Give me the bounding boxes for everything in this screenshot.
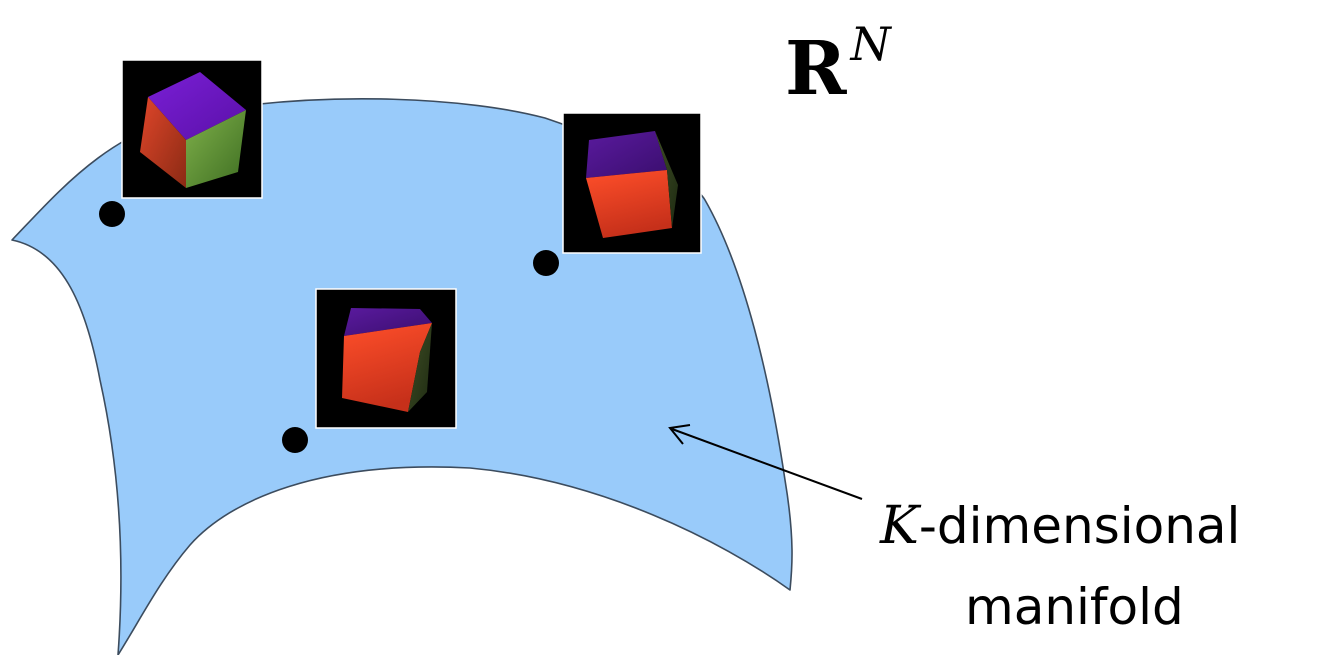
sample-point-2 — [533, 250, 559, 276]
ambient-space-label: RN — [785, 17, 893, 112]
ambient-space-superscript: N — [850, 17, 893, 71]
manifold-label-line-2: manifold — [965, 578, 1184, 636]
manifold-label-suffix: -dimensional — [919, 497, 1241, 555]
sample-point-1 — [99, 201, 125, 227]
cube-thumbnail-1 — [122, 60, 262, 198]
cube-thumbnail-3 — [316, 289, 456, 428]
cube-thumbnail-2 — [563, 113, 701, 253]
manifold-label-line-1: K-dimensional — [879, 496, 1240, 556]
manifold-dimension-variable: K — [879, 496, 922, 556]
ambient-space-base: R — [785, 26, 847, 112]
sample-point-3 — [282, 427, 308, 453]
